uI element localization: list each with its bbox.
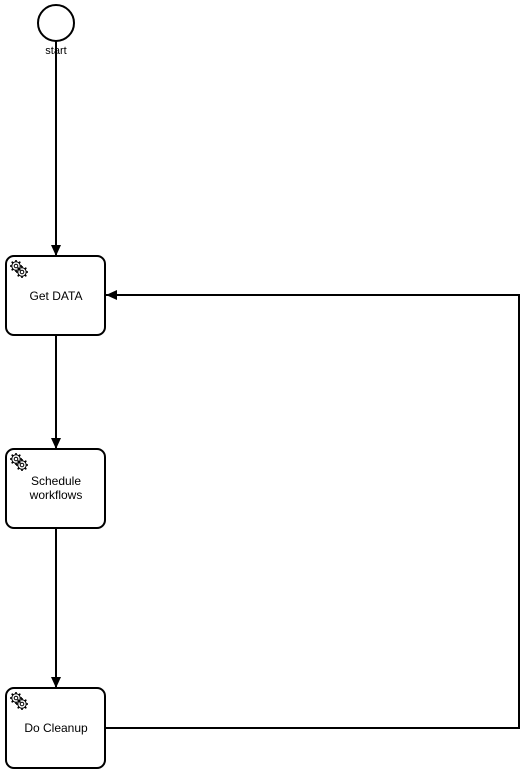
task-box[interactable] — [5, 687, 106, 769]
start-event-label: start — [45, 45, 66, 57]
task-box[interactable] — [5, 448, 106, 529]
flow-do-cleanup-to-get-data[interactable] — [106, 290, 520, 729]
sequence-flows — [51, 41, 520, 729]
start-event-circle[interactable] — [37, 4, 75, 42]
task-label: Get DATA — [30, 289, 83, 303]
task-do-cleanup[interactable]: Do Cleanup — [5, 687, 106, 769]
task-get-data[interactable]: Get DATA — [5, 255, 106, 336]
task-schedule-workflows[interactable]: Schedule workflows — [5, 448, 106, 529]
task-label-line-1: Schedule — [31, 474, 81, 488]
task-box[interactable] — [5, 255, 106, 336]
task-label: Do Cleanup — [24, 721, 88, 735]
task-label-line-2: workflows — [29, 488, 83, 502]
start-event[interactable]: start — [37, 4, 75, 57]
